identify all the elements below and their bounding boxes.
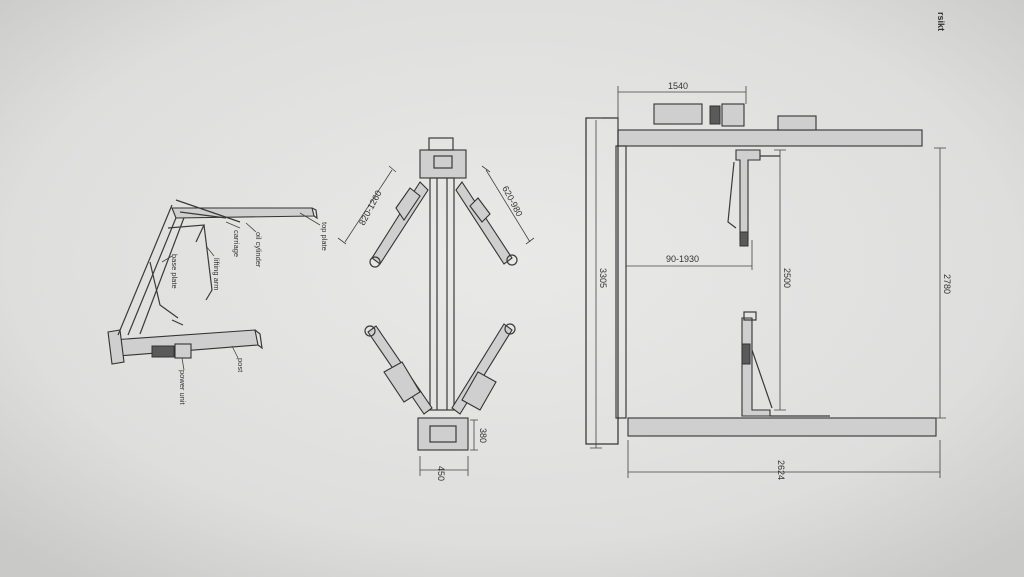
label-oil-cylinder: oil cylinder: [254, 232, 263, 268]
central-column: [429, 177, 455, 411]
front-view: 1540 3305 90-1930 2500 2780 2624: [585, 81, 952, 480]
label-top-plate: top plate: [320, 222, 329, 251]
arm-upper-right: [455, 181, 513, 265]
dim-overall-width: 2624: [776, 460, 786, 480]
dim-inner-height: 2780: [942, 274, 952, 294]
bottom-head: [417, 417, 469, 451]
dim-overall-height: 3305: [598, 268, 608, 288]
corner-text: rsikt: [936, 12, 946, 31]
left-post: [615, 145, 627, 419]
top-head: [419, 149, 467, 179]
base-plate-shape: [107, 329, 125, 365]
dim-base-width: 450: [436, 466, 446, 481]
base-beam: [627, 417, 937, 437]
dim-reach: 90-1930: [666, 254, 699, 264]
dim-power-unit-width: 1540: [668, 81, 688, 91]
label-base-plate: base plate: [170, 254, 179, 289]
label-power-unit: power unit: [178, 370, 187, 406]
dim-base-depth: 380: [478, 428, 488, 443]
dim-carriage-travel: 2500: [782, 268, 792, 288]
perspective-view: top plate oil cylinder carriage lifting …: [107, 199, 329, 406]
power-unit-shape: [151, 345, 175, 358]
top-plate-shape: [171, 207, 315, 219]
lower-arm-assembly: [741, 317, 771, 417]
power-unit-front: [653, 103, 703, 125]
label-lifting-arm: lifting arm: [212, 258, 221, 291]
label-carriage: carriage: [232, 230, 241, 257]
top-beam: [617, 129, 923, 147]
label-post: post: [236, 358, 245, 373]
